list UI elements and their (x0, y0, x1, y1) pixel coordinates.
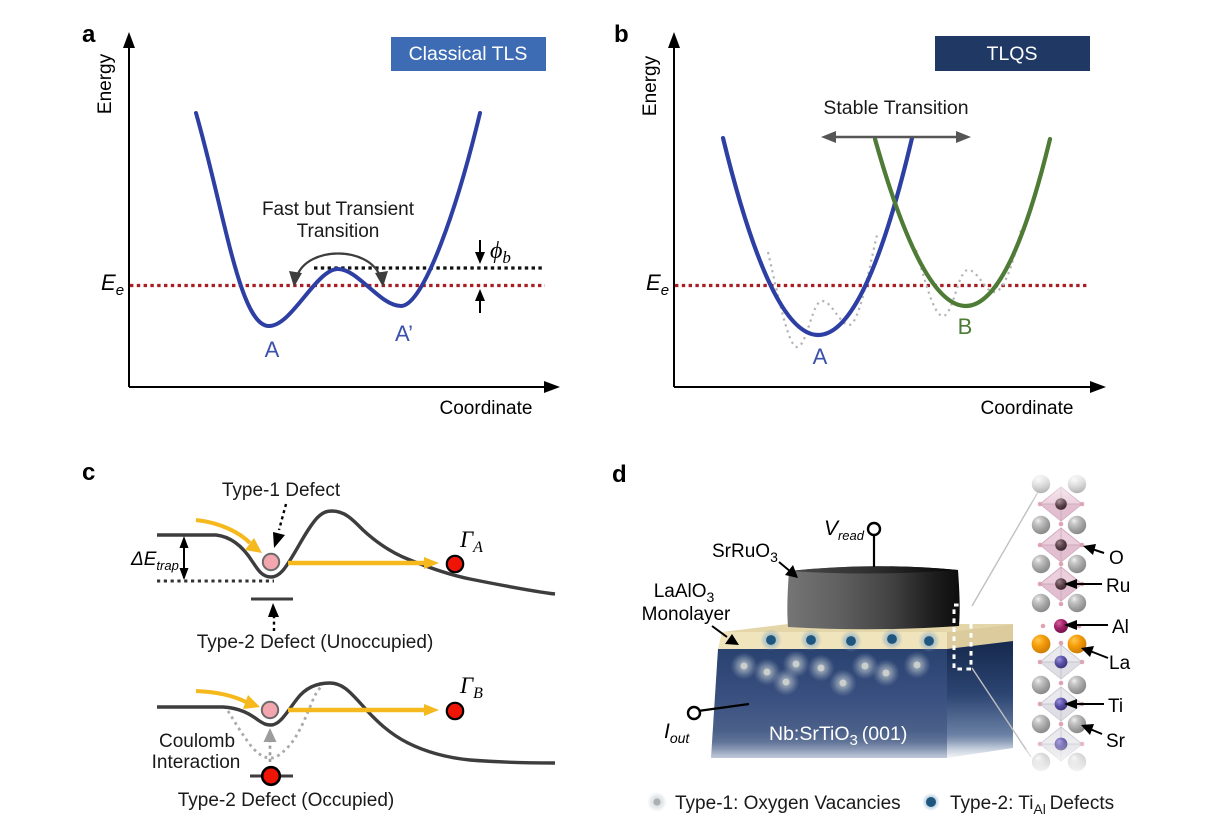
svg-text:Type-2 Defect (Unoccupied): Type-2 Defect (Unoccupied) (197, 632, 434, 653)
svg-text:Monolayer: Monolayer (642, 604, 731, 625)
svg-text:c: c (82, 459, 95, 486)
svg-text:Nb:SrTiO3 (001): Nb:SrTiO3 (001) (769, 723, 907, 749)
svg-text:Coulomb: Coulomb (159, 731, 235, 752)
svg-text:O: O (1109, 548, 1124, 569)
svg-text:TLQS: TLQS (987, 43, 1038, 65)
svg-text:Classical TLS: Classical TLS (409, 43, 528, 65)
svg-text:Energy: Energy (640, 55, 661, 116)
svg-text:A: A (265, 337, 280, 362)
svg-text:d: d (612, 461, 627, 488)
svg-text:Sr: Sr (1106, 731, 1126, 752)
svg-text:a: a (82, 21, 96, 48)
svg-text:Coordinate: Coordinate (440, 398, 533, 419)
svg-text:A’: A’ (395, 321, 413, 346)
svg-text:b: b (614, 21, 629, 48)
svg-text:Type-2: TiAl Defects: Type-2: TiAl Defects (950, 793, 1114, 815)
svg-text:A: A (813, 344, 828, 369)
svg-text:Type-2 Defect (Occupied): Type-2 Defect (Occupied) (178, 790, 394, 811)
svg-text:Stable Transition: Stable Transition (823, 97, 968, 119)
svg-text:Type-1 Defect: Type-1 Defect (222, 480, 341, 501)
svg-text:Fast but Transient: Fast but Transient (262, 199, 415, 220)
svg-text:La: La (1109, 653, 1131, 674)
svg-text:Energy: Energy (95, 53, 116, 114)
svg-text:Interaction: Interaction (152, 752, 241, 773)
svg-text:Al: Al (1112, 617, 1129, 638)
svg-text:Coordinate: Coordinate (981, 398, 1074, 419)
svg-text:Ti: Ti (1108, 696, 1123, 717)
svg-text:B: B (958, 314, 973, 339)
svg-text:Transition: Transition (297, 221, 380, 242)
svg-text:Vread: Vread (824, 517, 865, 543)
svg-text:Ru: Ru (1106, 576, 1130, 597)
svg-text:Type-1: Oxygen Vacancies: Type-1: Oxygen Vacancies (675, 793, 901, 814)
svg-text:LaAlO3: LaAlO3 (654, 581, 715, 605)
svg-text:SrRuO3: SrRuO3 (712, 541, 778, 565)
